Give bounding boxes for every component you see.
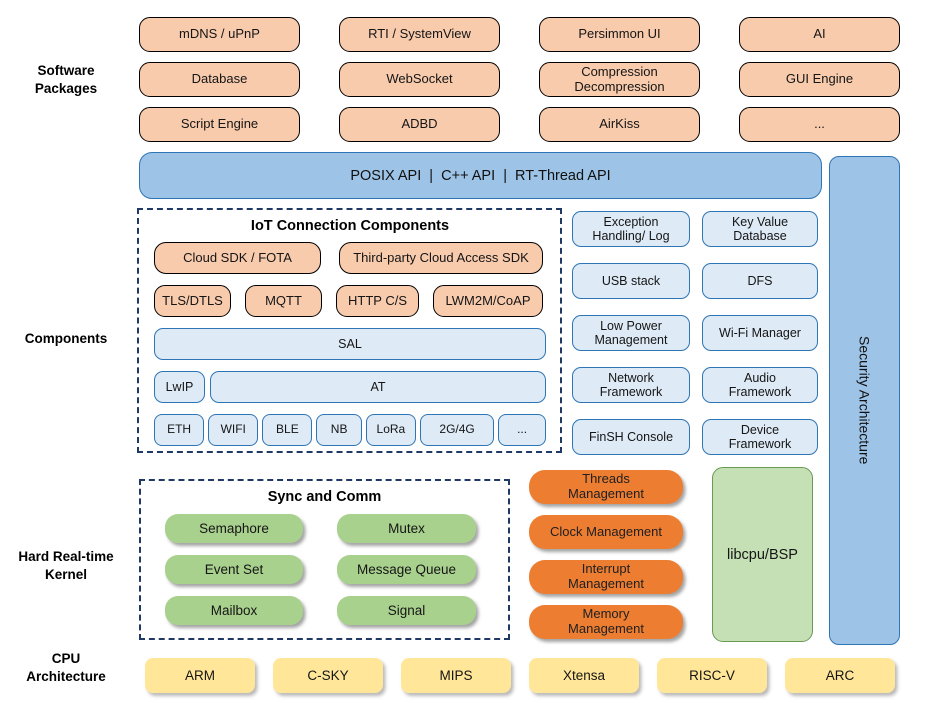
kernel-threads-management: Threads Management (529, 470, 683, 504)
kernel-clock-management: Clock Management (529, 515, 683, 549)
package-script-engine: Script Engine (139, 107, 300, 142)
kernel-mutex: Mutex (337, 514, 476, 543)
iot-link-lora: LoRa (365, 414, 416, 446)
kernel-semaphore: Semaphore (165, 514, 303, 543)
iot-link-eth: ETH (154, 414, 205, 446)
package-ai: AI (739, 17, 900, 52)
package-websocket: WebSocket (339, 62, 500, 97)
kernel-label: Hard Real-time Kernel (18, 549, 114, 583)
component-audio-framework: Audio Framework (702, 367, 818, 403)
cpu-xtensa: Xtensa (529, 658, 639, 693)
package-adbd: ADBD (339, 107, 500, 142)
iot-at: AT (210, 371, 546, 403)
iot-lwip: LwIP (154, 371, 205, 403)
iot-protocol-row: TLS/DTLS MQTT HTTP C/S LWM2M/CoAP (154, 285, 546, 317)
iot-at-row: LwIP AT (154, 371, 546, 403)
iot-sal: SAL (154, 328, 546, 360)
security-architecture-text: Security Architecture (856, 336, 873, 465)
iot-tls-dtls: TLS/DTLS (154, 285, 231, 317)
software-packages-label: Software Packages (34, 63, 98, 97)
iot-sal-row: SAL (154, 328, 546, 360)
kernel-message-queue: Message Queue (337, 555, 476, 584)
component-usb-stack: USB stack (572, 263, 690, 299)
cpu-arm: ARM (145, 658, 255, 693)
component-network-framework: Network Framework (572, 367, 690, 403)
iot-link-ble: BLE (262, 414, 313, 446)
iot-cloud-sdk-fota: Cloud SDK / FOTA (154, 242, 321, 274)
iot-thirdparty-cloud: Third-party Cloud Access SDK (339, 242, 543, 274)
kernel-mailbox: Mailbox (165, 596, 303, 625)
iot-links-row: ETH WIFI BLE NB LoRa 2G/4G ... (154, 414, 546, 446)
component-dfs: DFS (702, 263, 818, 299)
package-rti-systemview: RTI / SystemView (339, 17, 500, 52)
cpu-architecture-row: ARM C-SKY MIPS Xtensa RISC-V ARC (145, 658, 895, 693)
sync-and-comm-title: Sync and Comm (267, 489, 382, 505)
iot-lwm2m-coap: LWM2M/CoAP (433, 285, 543, 317)
software-packages-grid: mDNS / uPnP RTI / SystemView Persimmon U… (139, 17, 901, 142)
api-bar: POSIX API | C++ API | RT-Thread API (139, 152, 822, 199)
package-gui-engine: GUI Engine (739, 62, 900, 97)
cpu-risc-v: RISC-V (657, 658, 767, 693)
sync-grid: Semaphore Mutex Event Set Message Queue … (165, 514, 508, 625)
cpu-c-sky: C-SKY (273, 658, 383, 693)
libcpu-bsp-box: libcpu/BSP (712, 467, 813, 642)
iot-link-nb: NB (316, 414, 362, 446)
iot-connection-components-box: IoT Connection Components Cloud SDK / FO… (137, 208, 562, 453)
kernel-event-set: Event Set (165, 555, 303, 584)
package-mdns-upnp: mDNS / uPnP (139, 17, 300, 52)
component-exception-handling: Exception Handling/ Log (572, 211, 690, 247)
package-persimmon-ui: Persimmon UI (539, 17, 700, 52)
component-finsh-console: FinSH Console (572, 419, 690, 455)
security-architecture-bar: Security Architecture (829, 156, 900, 645)
iot-http-cs: HTTP C/S (336, 285, 419, 317)
component-key-value-database: Key Value Database (702, 211, 818, 247)
kernel-signal: Signal (337, 596, 476, 625)
cpu-mips: MIPS (401, 658, 511, 693)
iot-link-wifi: WIFI (208, 414, 259, 446)
package-airkiss: AirKiss (539, 107, 700, 142)
iot-link-more: ... (498, 414, 546, 446)
iot-sdk-row: Cloud SDK / FOTA Third-party Cloud Acces… (154, 242, 546, 274)
kernel-management-column: Threads Management Clock Management Inte… (529, 470, 683, 639)
component-wifi-manager: Wi-Fi Manager (702, 315, 818, 351)
iot-mqtt: MQTT (245, 285, 322, 317)
kernel-memory-management: Memory Management (529, 605, 683, 639)
cpu-arc: ARC (785, 658, 895, 693)
package-compression: Compression Decompression (539, 62, 700, 97)
cpu-architecture-label: CPU Architecture (26, 651, 106, 685)
components-label: Components (24, 331, 108, 346)
kernel-interrupt-management: Interrupt Management (529, 560, 683, 594)
sync-and-comm-box: Sync and Comm Semaphore Mutex Event Set … (139, 479, 510, 640)
iot-link-2g4g: 2G/4G (419, 414, 495, 446)
package-more: ... (739, 107, 900, 142)
package-database: Database (139, 62, 300, 97)
component-device-framework: Device Framework (702, 419, 818, 455)
iot-box-title: IoT Connection Components (250, 218, 450, 234)
component-grid: Exception Handling/ Log Key Value Databa… (572, 211, 818, 455)
component-low-power: Low Power Management (572, 315, 690, 351)
